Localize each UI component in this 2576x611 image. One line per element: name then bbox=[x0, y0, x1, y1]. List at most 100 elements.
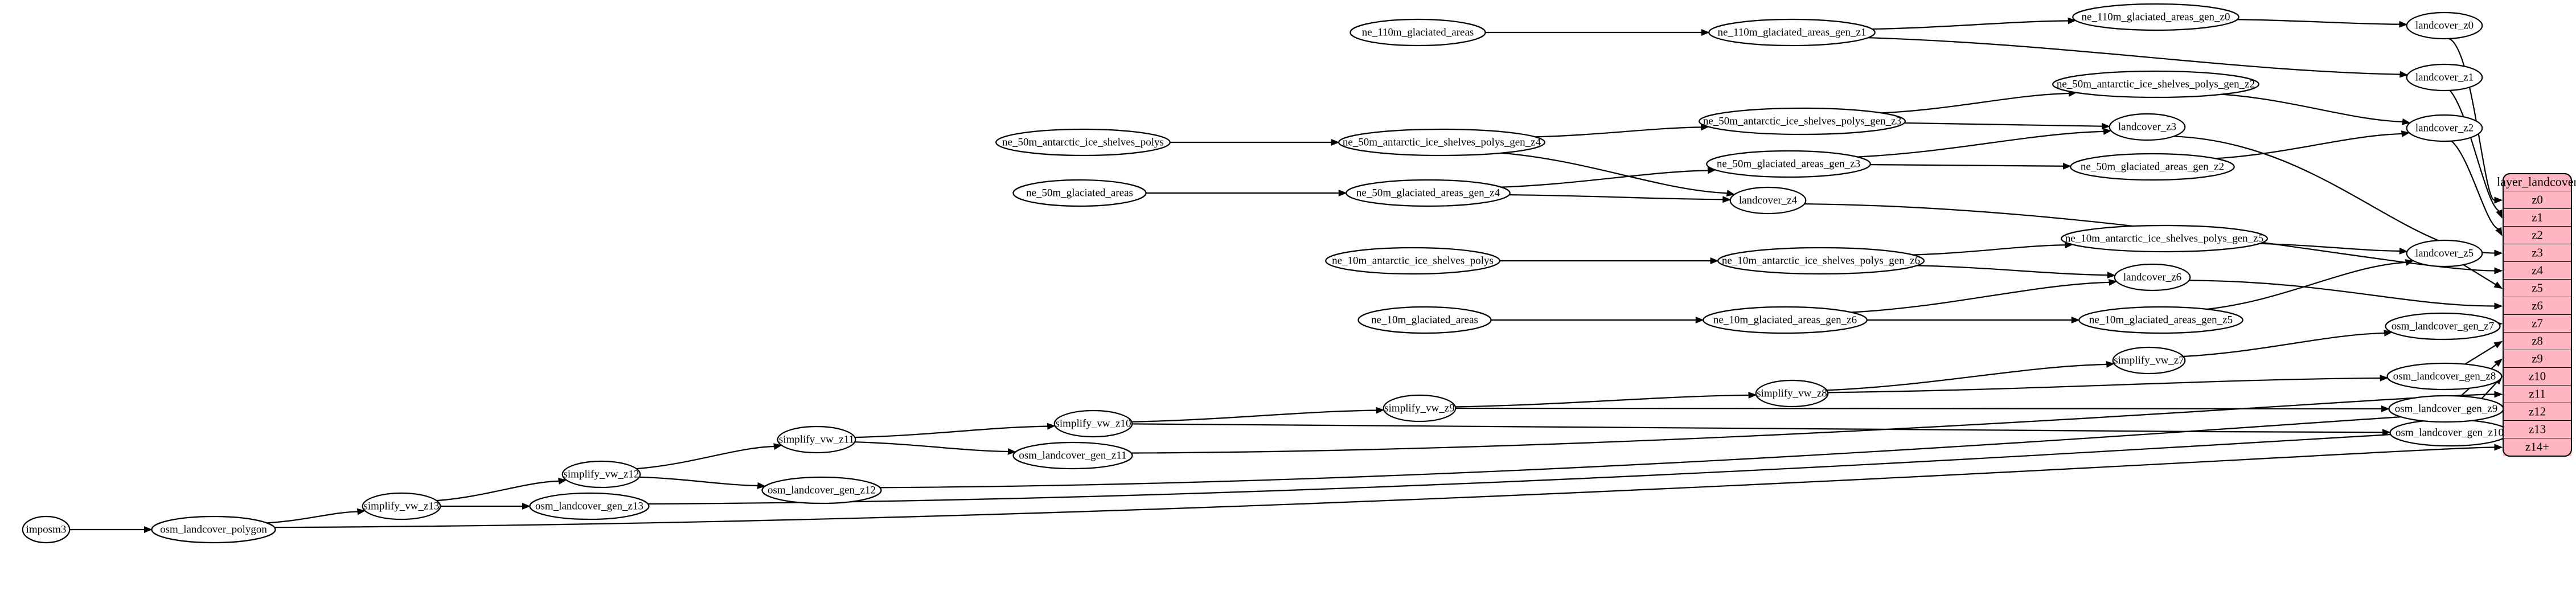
node-label: ne_10m_glaciated_areas_gen_z6 bbox=[1713, 314, 1857, 326]
graph-node-ne_50m_glaciated_areas_gen_z2[interactable]: ne_50m_glaciated_areas_gen_z2 bbox=[2070, 153, 2235, 181]
graph-node-osm_landcover_gen_z11[interactable]: osm_landcover_gen_z11 bbox=[1012, 441, 1133, 470]
edge-arrow-head bbox=[2062, 162, 2072, 170]
node-label: osm_landcover_gen_z9 bbox=[2395, 403, 2497, 415]
edge-osm_landcover_polygon-to-simplify_vw_z13 bbox=[266, 511, 358, 524]
node-label: simplify_vw_z9 bbox=[1384, 402, 1455, 414]
graph-node-landcover_z2[interactable]: landcover_z2 bbox=[2406, 114, 2483, 142]
graph-node-osm_landcover_gen_z12[interactable]: osm_landcover_gen_z12 bbox=[761, 476, 882, 505]
node-label: osm_landcover_gen_z7 bbox=[2392, 320, 2494, 332]
graph-node-ne_10m_glaciated_areas_gen_z5[interactable]: ne_10m_glaciated_areas_gen_z5 bbox=[2078, 306, 2243, 334]
graph-node-landcover_z3[interactable]: landcover_z3 bbox=[2109, 113, 2186, 141]
graph-node-ne_110m_glaciated_areas[interactable]: ne_110m_glaciated_areas bbox=[1349, 18, 1486, 47]
table-row-background bbox=[2503, 315, 2571, 333]
node-shape bbox=[2406, 239, 2483, 268]
layer-landcover-table[interactable]: layer_landcoverz0z1z2z3z4z5z6z7z8z9z10z1… bbox=[2497, 173, 2576, 457]
edge-simplify_vw_z10-to-osm_landcover_gen_z10 bbox=[1132, 423, 2383, 433]
edge-arrow-head bbox=[2399, 247, 2408, 255]
node-shape bbox=[362, 492, 441, 520]
table-group[interactable]: layer_landcoverz0z1z2z3z4z5z6z7z8z9z10z1… bbox=[2497, 173, 2576, 457]
graph-node-osm_landcover_gen_z10[interactable]: osm_landcover_gen_z10 bbox=[2389, 419, 2510, 447]
table-row-label: z2 bbox=[2532, 228, 2543, 241]
edge-ne_50m_glaciated_areas_gen_z3-to-ne_50m_glaciated_areas_gen_z2 bbox=[1870, 164, 2064, 167]
graph-node-landcover_z0[interactable]: landcover_z0 bbox=[2406, 11, 2483, 40]
graph-node-osm_landcover_gen_z8[interactable]: osm_landcover_gen_z8 bbox=[2386, 362, 2503, 391]
graph-node-ne_50m_glaciated_areas_gen_z4[interactable]: ne_50m_glaciated_areas_gen_z4 bbox=[1346, 179, 1511, 207]
graph-node-osm_landcover_gen_z9[interactable]: osm_landcover_gen_z9 bbox=[2388, 395, 2504, 423]
node-shape bbox=[2112, 346, 2186, 375]
graph-node-ne_10m_glaciated_areas[interactable]: ne_10m_glaciated_areas bbox=[1357, 306, 1492, 334]
edge-arrow-head bbox=[1726, 190, 1736, 196]
table-row-z10[interactable]: z10 bbox=[2503, 368, 2571, 386]
table-row-z1[interactable]: z1 bbox=[2503, 209, 2571, 227]
node-label: ne_110m_glaciated_areas_gen_z1 bbox=[1718, 26, 1867, 38]
table-row-background bbox=[2503, 297, 2571, 315]
graph-node-ne_10m_antarctic_ice_shelves_polys_gen_z5[interactable]: ne_10m_antarctic_ice_shelves_polys_gen_z… bbox=[2061, 224, 2269, 253]
edge-ne_10m_antarctic_ice_shelves_polys_gen_z6-to-landcover_z6 bbox=[1917, 265, 2108, 276]
edge-simplify_vw_z10-to-simplify_vw_z9 bbox=[1131, 409, 1377, 423]
table-row-z14+[interactable]: z14+ bbox=[2503, 438, 2571, 456]
edge-ne_10m_glaciated_areas_gen_z6-to-landcover_z6 bbox=[1851, 281, 2110, 313]
table-row-z8[interactable]: z8 bbox=[2503, 333, 2571, 351]
graph-node-osm_landcover_polygon[interactable]: osm_landcover_polygon bbox=[151, 515, 276, 544]
table-row-z11[interactable]: z11 bbox=[2503, 386, 2571, 404]
node-label: simplify_vw_z8 bbox=[1757, 387, 1827, 399]
graph-node-ne_110m_glaciated_areas_gen_z1[interactable]: ne_110m_glaciated_areas_gen_z1 bbox=[1708, 18, 1876, 47]
edge-simplify_vw_z7-to-osm_landcover_gen_z7 bbox=[2183, 332, 2385, 358]
graph-node-simplify_vw_z12[interactable]: simplify_vw_z12 bbox=[561, 460, 641, 489]
node-shape bbox=[2385, 312, 2501, 341]
node-label: ne_50m_antarctic_ice_shelves_polys bbox=[1002, 136, 1164, 148]
edge-ne_50m_antarctic_ice_shelves_polys_gen_z4-to-landcover_z4 bbox=[1502, 152, 1728, 194]
node-label: osm_landcover_gen_z11 bbox=[1019, 449, 1126, 461]
table-row-background bbox=[2503, 244, 2571, 262]
graph-node-simplify_vw_z11[interactable]: simplify_vw_z11 bbox=[777, 425, 856, 454]
graph-node-simplify_vw_z7[interactable]: simplify_vw_z7 bbox=[2112, 346, 2186, 375]
node-shape bbox=[1349, 18, 1486, 47]
table-row-label: z4 bbox=[2532, 263, 2543, 277]
table-row-z9[interactable]: z9 bbox=[2503, 350, 2571, 368]
graph-node-ne_50m_antarctic_ice_shelves_polys_gen_z2[interactable]: ne_50m_antarctic_ice_shelves_polys_gen_z… bbox=[2052, 70, 2260, 99]
table-row-z2[interactable]: z2 bbox=[2503, 227, 2571, 245]
table-row-z13[interactable]: z13 bbox=[2503, 421, 2571, 439]
graph-node-landcover_z4[interactable]: landcover_z4 bbox=[1729, 186, 1807, 215]
table-row-label: z13 bbox=[2529, 422, 2546, 436]
table-row-label: z0 bbox=[2532, 192, 2543, 206]
graph-node-simplify_vw_z9[interactable]: simplify_vw_z9 bbox=[1383, 394, 1457, 423]
graph-node-ne_50m_glaciated_areas_gen_z3[interactable]: ne_50m_glaciated_areas_gen_z3 bbox=[1706, 150, 1871, 178]
graph-node-ne_50m_glaciated_areas[interactable]: ne_50m_glaciated_areas bbox=[1012, 179, 1147, 207]
graph-node-simplify_vw_z8[interactable]: simplify_vw_z8 bbox=[1755, 379, 1829, 408]
table-row-z3[interactable]: z3 bbox=[2503, 244, 2571, 263]
edge-simplify_vw_z11-to-simplify_vw_z10 bbox=[855, 425, 1048, 438]
table-row-label: z14+ bbox=[2525, 440, 2549, 453]
graph-node-ne_50m_antarctic_ice_shelves_polys_gen_z3[interactable]: ne_50m_antarctic_ice_shelves_polys_gen_z… bbox=[1699, 107, 1906, 136]
graph-node-imposm3[interactable]: imposm3 bbox=[22, 515, 71, 544]
graph-node-ne_10m_antarctic_ice_shelves_polys_gen_z6[interactable]: ne_10m_antarctic_ice_shelves_polys_gen_z… bbox=[1717, 247, 1925, 275]
graph-node-ne_10m_glaciated_areas_gen_z6[interactable]: ne_10m_glaciated_areas_gen_z6 bbox=[1703, 306, 1868, 334]
graph-node-osm_landcover_gen_z7[interactable]: osm_landcover_gen_z7 bbox=[2385, 312, 2501, 341]
table-row-z5[interactable]: z5 bbox=[2503, 280, 2571, 298]
graph-node-simplify_vw_z10[interactable]: simplify_vw_z10 bbox=[1053, 409, 1133, 438]
graph-node-landcover_z6[interactable]: landcover_z6 bbox=[2114, 263, 2191, 292]
table-row-z12[interactable]: z12 bbox=[2503, 403, 2571, 421]
graph-node-osm_landcover_gen_z13[interactable]: osm_landcover_gen_z13 bbox=[529, 492, 650, 520]
graph-node-simplify_vw_z13[interactable]: simplify_vw_z13 bbox=[362, 492, 441, 520]
graph-node-ne_10m_antarctic_ice_shelves_polys[interactable]: ne_10m_antarctic_ice_shelves_polys bbox=[1325, 247, 1500, 275]
graph-node-ne_110m_glaciated_areas_gen_z0[interactable]: ne_110m_glaciated_areas_gen_z0 bbox=[2072, 3, 2239, 31]
node-shape bbox=[777, 425, 856, 454]
table-row-z7[interactable]: z7 bbox=[2503, 315, 2571, 333]
table-row-z0[interactable]: z0 bbox=[2503, 191, 2571, 210]
table-row-z6[interactable]: z6 bbox=[2503, 297, 2571, 315]
table-row-label: z6 bbox=[2532, 298, 2543, 312]
graph-node-landcover_z1[interactable]: landcover_z1 bbox=[2406, 63, 2483, 92]
table-row-z4[interactable]: z4 bbox=[2503, 262, 2571, 280]
node-label: landcover_z5 bbox=[2415, 247, 2474, 259]
graph-node-landcover_z5[interactable]: landcover_z5 bbox=[2406, 239, 2483, 268]
graph-node-ne_50m_antarctic_ice_shelves_polys[interactable]: ne_50m_antarctic_ice_shelves_polys bbox=[995, 128, 1171, 157]
table-row-label: z10 bbox=[2529, 369, 2546, 383]
edge-ne_50m_antarctic_ice_shelves_polys_gen_z3-to-ne_50m_antarctic_ice_shelves_polys_gen_z2 bbox=[1881, 92, 2069, 114]
node-layer[interactable]: imposm3 osm_landcover_polygon simplify_vw_… bbox=[22, 3, 2510, 544]
node-label: ne_110m_glaciated_areas_gen_z0 bbox=[2082, 11, 2230, 23]
edge-arrow-head bbox=[2381, 405, 2390, 412]
node-shape bbox=[22, 515, 71, 544]
graph-node-ne_50m_antarctic_ice_shelves_polys_gen_z4[interactable]: ne_50m_antarctic_ice_shelves_polys_gen_z… bbox=[1338, 128, 1546, 157]
